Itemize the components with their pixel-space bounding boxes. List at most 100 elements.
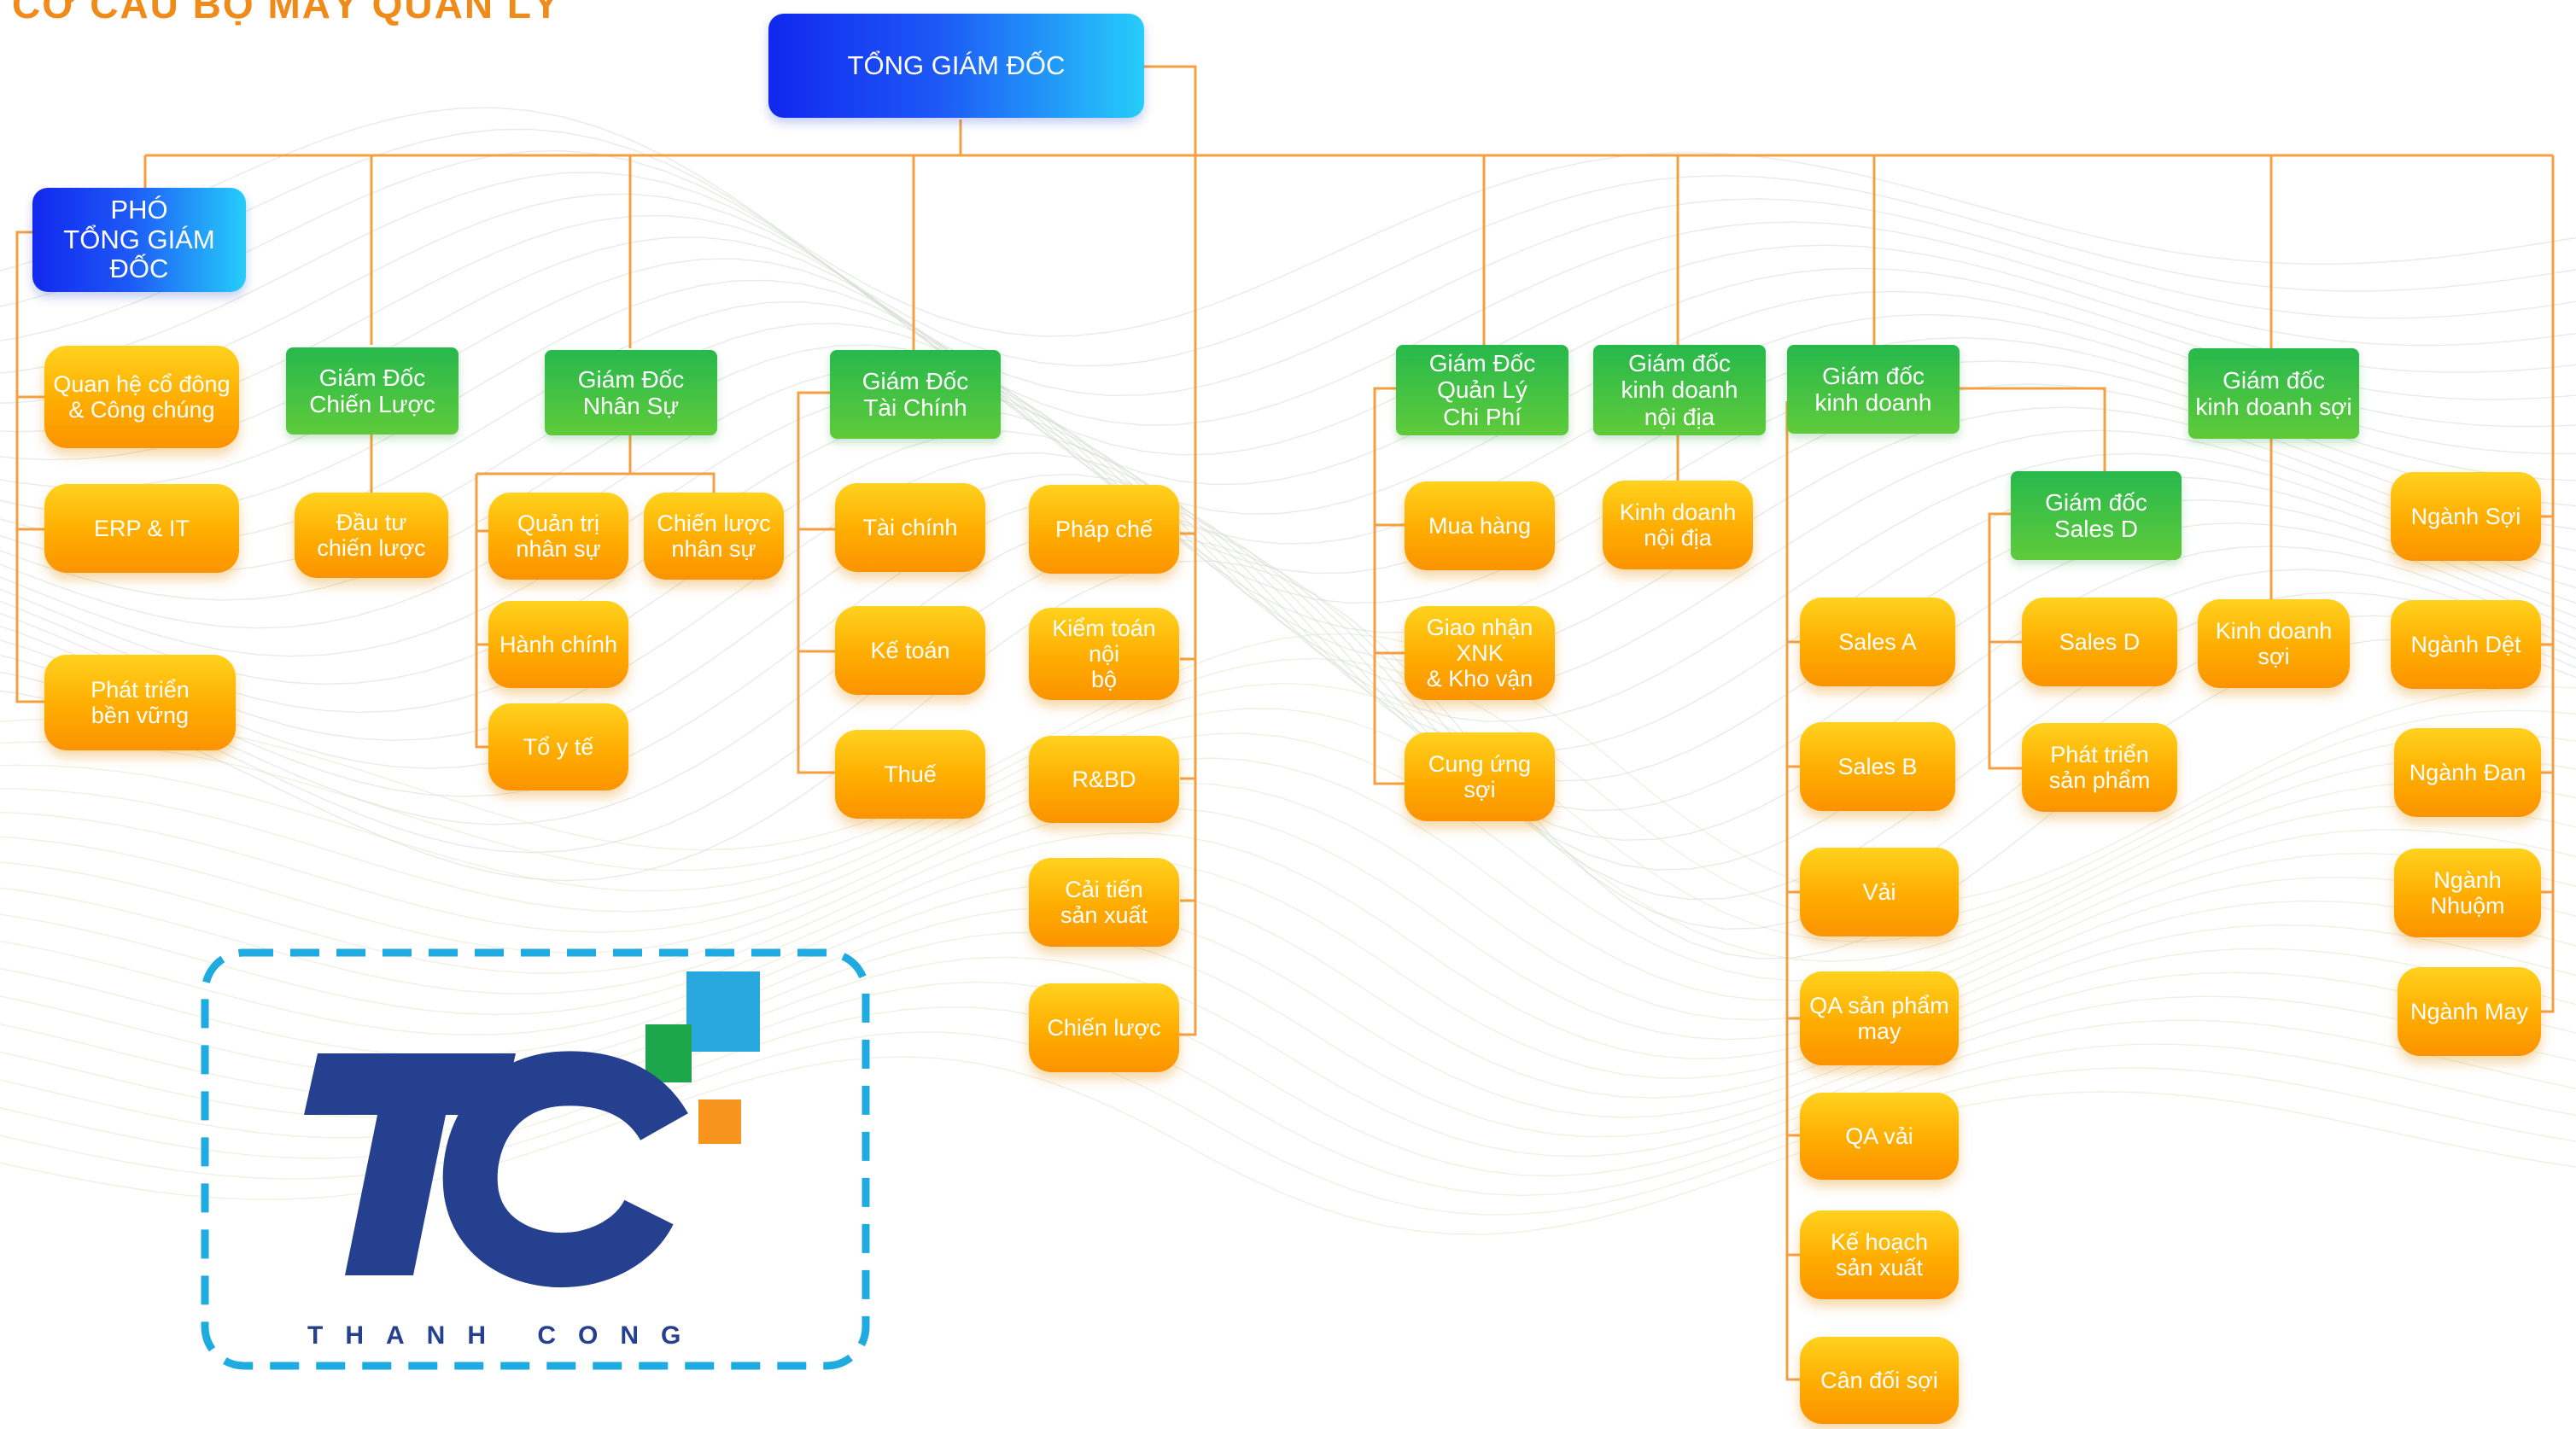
background-wave [0, 387, 2576, 723]
connector-finance-children [797, 391, 835, 774]
node-production-improvement: Cải tiến sản xuất [1029, 858, 1179, 947]
node-production-planning: Kế hoạch sản xuất [1800, 1210, 1959, 1299]
company-logo [201, 948, 870, 1370]
node-label: Pháp chế [1054, 516, 1154, 542]
node-ceo: TỔNG GIÁM ĐỐC [768, 14, 1144, 118]
node-label: Đầu tư chiến lược [317, 509, 426, 561]
node-rbd: R&BD [1029, 736, 1179, 823]
connector-ceo-staff [1144, 65, 1197, 1036]
node-yarn-supply: Cung ứng sợi [1405, 732, 1555, 821]
node-legal: Pháp chế [1029, 485, 1179, 574]
node-hr-admin: Quản trị nhân sự [488, 493, 628, 580]
background-wave [0, 107, 2576, 337]
node-label: Kế toán [870, 637, 950, 663]
node-label: R&BD [1072, 766, 1136, 792]
node-label: Chiến lược nhân sự [657, 510, 771, 562]
logo-letter-c [442, 1051, 688, 1288]
background-wave [0, 236, 2576, 515]
node-label: Giám Đốc Chiến Lược [309, 364, 435, 417]
background-wave [0, 708, 2576, 963]
node-label: Cung ứng sợi [1428, 750, 1532, 802]
background-wave [0, 807, 2576, 1041]
background-wave [0, 172, 2576, 426]
node-finance-director: Giám Đốc Tài Chính [830, 350, 1001, 439]
connector-cost-children [1373, 387, 1405, 785]
background-wave [0, 657, 2576, 923]
node-yarn-sales: Kinh doanh sợi [2198, 599, 2350, 688]
node-sales-d: Sales D [2022, 598, 2177, 686]
node-label: Kế hoạch sản xuất [1830, 1228, 1929, 1280]
background-wave [0, 732, 2576, 982]
node-yarn-balance: Cân đối sợi [1800, 1337, 1959, 1424]
node-label: Ngành Dệt [2410, 631, 2521, 657]
node-hr-director: Giám Đốc Nhân Sự [545, 350, 717, 435]
node-tax: Thuế [835, 730, 985, 819]
node-yarn-sales-director: Giám đốc kinh doanh sợi [2188, 348, 2359, 439]
node-label: Giám Đốc Nhân Sự [577, 365, 685, 419]
background-wave [0, 214, 2576, 486]
node-qa-fabric: QA vải [1800, 1093, 1959, 1180]
node-dye-industry: Ngành Nhuộm [2394, 849, 2541, 937]
node-purchasing: Mua hàng [1405, 481, 1555, 570]
node-label: Quản trị nhân sự [516, 510, 601, 562]
node-textile-industry: Ngành Dệt [2391, 600, 2541, 689]
node-fabric: Vải [1800, 848, 1959, 936]
background-wave [0, 149, 2576, 397]
node-label: Giao nhận XNK & Kho vận [1426, 614, 1533, 692]
node-sales-a: Sales A [1800, 598, 1955, 686]
node-label: Giám Đốc Quản Lý Chi Phí [1428, 349, 1536, 430]
connector-hr-split [476, 472, 716, 495]
node-administration: Hành chính [488, 601, 628, 688]
node-accounting: Kế toán [835, 606, 985, 695]
node-label: Cải tiến sản xuất [1060, 876, 1148, 928]
node-label: Kiểm toán nội bộ [1052, 615, 1156, 693]
node-label: Giám đốc Sales D [2045, 488, 2147, 542]
logo-dashed-frame [201, 948, 870, 1370]
node-label: QA vải [1845, 1123, 1913, 1149]
node-label: Kinh doanh nội địa [1619, 499, 1737, 551]
node-label: Kinh doanh sợi [2215, 617, 2333, 669]
node-hr-strategy: Chiến lược nhân sự [644, 493, 784, 580]
node-product-development: Phát triển sản phẩm [2022, 723, 2177, 812]
node-label: Tài chính [862, 514, 958, 540]
connector-sales-children [1785, 401, 1800, 1381]
node-label: Phát triển sản phẩm [2048, 741, 2151, 793]
background-wave [0, 128, 2576, 367]
node-label: Ngành Đan [2409, 759, 2526, 785]
node-finance: Tài chính [835, 483, 985, 572]
background-wave [0, 757, 2576, 1001]
node-label: Giám đốc kinh doanh [1814, 362, 1932, 416]
node-internal-audit: Kiểm toán nội bộ [1029, 608, 1179, 700]
node-label: Sales A [1838, 628, 1917, 655]
node-label: Sales D [2059, 628, 2141, 655]
node-label: QA sản phẩm may [1809, 992, 1949, 1044]
node-sales-d-director: Giám đốc Sales D [2011, 471, 2182, 560]
node-logistics: Giao nhận XNK & Kho vận [1405, 606, 1555, 700]
background-wave [0, 856, 2576, 1079]
node-erp-it: ERP & IT [44, 484, 239, 573]
node-domestic-director: Giám đốc kinh doanh nội địa [1593, 345, 1766, 435]
node-label: Chiến lược [1047, 1014, 1161, 1041]
node-deputy-ceo: PHÓ TỔNG GIÁM ĐỐC [32, 188, 246, 292]
node-sustainability: Phát triển bền vững [44, 655, 236, 750]
node-knit-industry: Ngành Đan [2394, 728, 2541, 817]
logo-square-green [645, 1024, 692, 1082]
node-label: Quan hệ cổ đông & Công chúng [53, 370, 231, 423]
node-label: Sales B [1837, 753, 1918, 779]
node-strategy: Chiến lược [1029, 983, 1179, 1072]
node-label: Phát triển bền vững [91, 676, 190, 728]
node-garment-industry: Ngành May [2398, 967, 2541, 1056]
background-wave [0, 682, 2576, 943]
logo-text: THANH CONG [307, 1321, 704, 1350]
node-strategic-investment: Đầu tư chiến lược [295, 493, 448, 578]
node-label: Giám Đốc Tài Chính [862, 367, 969, 421]
node-yarn-industry: Ngành Sợi [2391, 472, 2541, 561]
background-wave [0, 782, 2576, 1021]
node-label: Ngành May [2410, 998, 2529, 1024]
node-sales-b: Sales B [1800, 722, 1955, 811]
node-sales-director: Giám đốc kinh doanh [1787, 345, 1960, 434]
node-medical: Tổ y tế [488, 703, 628, 790]
node-label: ERP & IT [93, 515, 190, 541]
background-wave [0, 633, 2576, 904]
page-title: CƠ CẤU BỘ MÁY QUẢN LÝ [12, 0, 561, 26]
